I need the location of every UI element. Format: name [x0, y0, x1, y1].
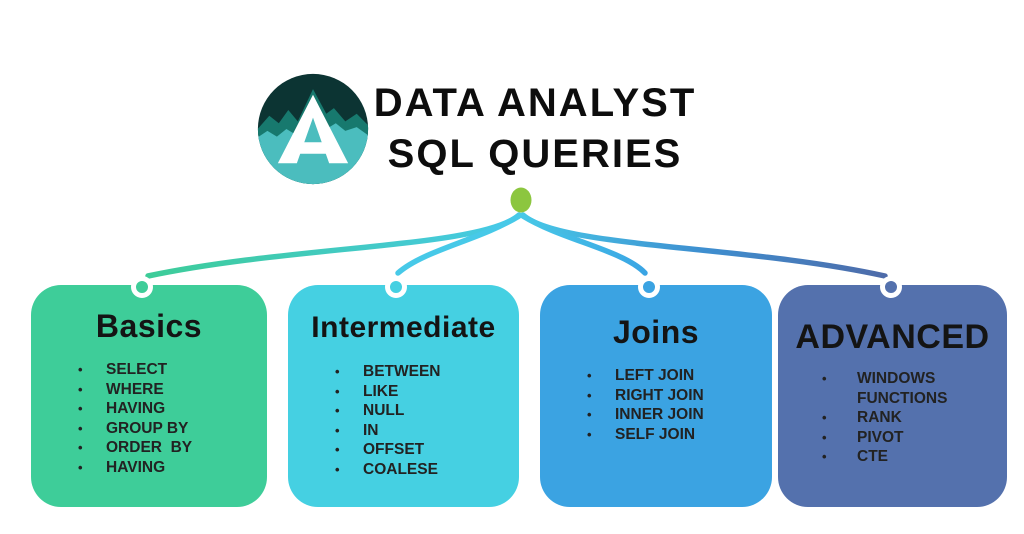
list-item: PIVOT: [820, 428, 999, 448]
box-title-advanced: ADVANCED: [795, 318, 990, 356]
list-item: CTE: [820, 447, 999, 467]
list-item: INNER JOIN: [585, 405, 764, 425]
list-item: COALESE: [333, 460, 511, 480]
box-title-basics: Basics: [95, 308, 203, 344]
list-item: SELF JOIN: [585, 425, 764, 445]
list-item: ORDER BY: [76, 438, 259, 458]
list-item: LIKE: [333, 382, 511, 402]
list-item: LEFT JOIN: [585, 366, 764, 386]
list-item: OFFSET: [333, 440, 511, 460]
category-box-intermediate: Intermediate BETWEENLIKENULLINOFFSETCOAL…: [288, 285, 519, 507]
title-line-1: DATA ANALYST: [373, 81, 697, 125]
list-item: RIGHT JOIN: [585, 386, 764, 406]
list-item: BETWEEN: [333, 362, 511, 382]
title-line-2: SQL QUERIES: [387, 132, 683, 176]
box-title-intermediate: Intermediate: [311, 311, 496, 344]
connector-curve-joins: [520, 213, 648, 276]
category-box-joins: Joins LEFT JOINRIGHT JOININNER JOINSELF …: [540, 285, 772, 507]
mountain-a-logo: [256, 72, 370, 186]
category-box-basics: Basics SELECTWHEREHAVINGGROUP BYORDER BY…: [31, 285, 267, 507]
logo-letter-a-crossbar: [298, 142, 328, 154]
list-item: GROUP BY: [76, 419, 259, 439]
box-item-list-intermediate: BETWEENLIKENULLINOFFSETCOALESE: [288, 362, 519, 479]
connector-curve-intermediate: [395, 213, 522, 276]
list-item: HAVING: [76, 399, 259, 419]
list-item: RANK: [820, 408, 999, 428]
list-item: IN: [333, 421, 511, 441]
category-box-advanced: ADVANCED WINDOWS FUNCTIONSRANKPIVOTCTE: [778, 285, 1007, 507]
list-item: NULL: [333, 401, 511, 421]
list-item: WINDOWS FUNCTIONS: [820, 369, 999, 408]
connector-curve-basics: [145, 212, 522, 279]
box-item-list-advanced: WINDOWS FUNCTIONSRANKPIVOTCTE: [778, 369, 1007, 467]
list-item: WHERE: [76, 380, 259, 400]
list-item: HAVING: [76, 458, 259, 478]
logo-letter-a: [277, 94, 349, 164]
page-title: DATA ANALYST SQL QUERIES: [348, 78, 722, 180]
box-title-joins: Joins: [612, 314, 700, 350]
box-item-list-joins: LEFT JOINRIGHT JOININNER JOINSELF JOIN: [540, 366, 772, 444]
box-item-list-basics: SELECTWHEREHAVINGGROUP BYORDER BYHAVING: [31, 360, 267, 477]
list-item: SELECT: [76, 360, 259, 380]
connector-curve-advanced: [520, 212, 888, 279]
root-dot: [510, 187, 532, 213]
mountain-a-logo-icon: [257, 73, 369, 185]
